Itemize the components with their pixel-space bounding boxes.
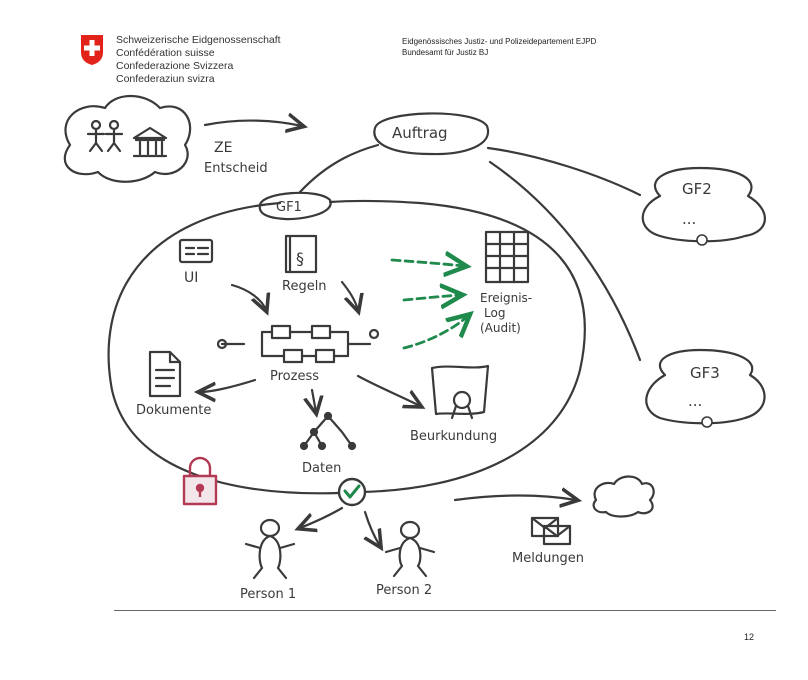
prozess-label: Prozess (270, 369, 319, 384)
auftrag-ellipse (373, 112, 490, 156)
auftrag-to-gf2-arc (486, 146, 642, 197)
swiss-coat-of-arms-icon (80, 34, 104, 66)
entscheid-label: Entscheid (204, 161, 268, 176)
person-2-label: Person 2 (376, 583, 432, 598)
check-badge-icon (337, 477, 367, 507)
gf3-dots: ... (688, 392, 702, 410)
person-2-icon (384, 520, 436, 578)
confederation-name-rm: Confederaziun svizra (116, 73, 215, 85)
daten-label: Daten (302, 461, 341, 476)
gf3-label: GF3 (690, 364, 720, 382)
gf2-dots: ... (682, 210, 696, 228)
ereignislog-label-3: (Audit) (480, 321, 521, 335)
process-flow-icon (216, 324, 380, 364)
stakeholder-icons (86, 119, 168, 158)
page-number: 12 (744, 632, 755, 642)
office-name: Bundesamt für Justiz BJ (402, 48, 489, 57)
notification-cloud (592, 475, 655, 518)
data-tree-icon (299, 411, 357, 451)
event-arrow-3 (402, 316, 468, 350)
footer-rule (114, 610, 776, 611)
dokumente-label: Dokumente (136, 403, 211, 418)
ereignislog-label-1: Ereignis- (480, 291, 532, 305)
stakeholder-cloud (63, 95, 192, 183)
gf3-check-icon (701, 416, 713, 428)
confederation-names: Schweizerische Eidgenossenschaft Confédé… (116, 34, 281, 86)
department-name: Eidgenössisches Justiz- und Polizeidepar… (402, 37, 597, 46)
person-1-label: Person 1 (240, 587, 296, 602)
gf2-cloud (641, 166, 766, 243)
gf3-cloud (645, 348, 766, 425)
gf2-check-icon (696, 234, 708, 246)
gf1-ellipse (258, 191, 332, 221)
document-icon (148, 350, 182, 398)
rules-book-icon (284, 234, 318, 274)
ui-label: UI (184, 270, 198, 286)
certificate-icon (430, 364, 490, 416)
meldungen-label: Meldungen (512, 551, 584, 566)
gf1-label: GF1 (276, 200, 302, 215)
regeln-label: Regeln (282, 279, 327, 294)
confederation-name-de: Schweizerische Eidgenossenschaft (116, 34, 281, 46)
department-info: Eidgenössisches Justiz- und Polizeidepar… (402, 36, 596, 58)
confederation-name-it: Confederazione Svizzera (116, 60, 234, 72)
beurkundung-label: Beurkundung (410, 429, 497, 444)
ereignislog-label-2: Log (484, 306, 505, 320)
ui-icon (178, 238, 214, 264)
gf2-label: GF2 (682, 180, 712, 198)
event-arrow-2 (402, 295, 460, 300)
confederation-name-fr: Confédération suisse (116, 47, 215, 59)
auftrag-label: Auftrag (392, 124, 448, 142)
ze-label: ZE (214, 140, 232, 156)
lock-icon (182, 456, 218, 506)
gf1-boundary (107, 199, 586, 495)
event-arrow-1 (390, 260, 464, 266)
person-1-icon (244, 518, 296, 580)
rules-paragraph-symbol: § (296, 249, 304, 268)
gf1-to-auftrag-arc (298, 143, 380, 194)
auftrag-to-gf3-line (488, 160, 642, 362)
